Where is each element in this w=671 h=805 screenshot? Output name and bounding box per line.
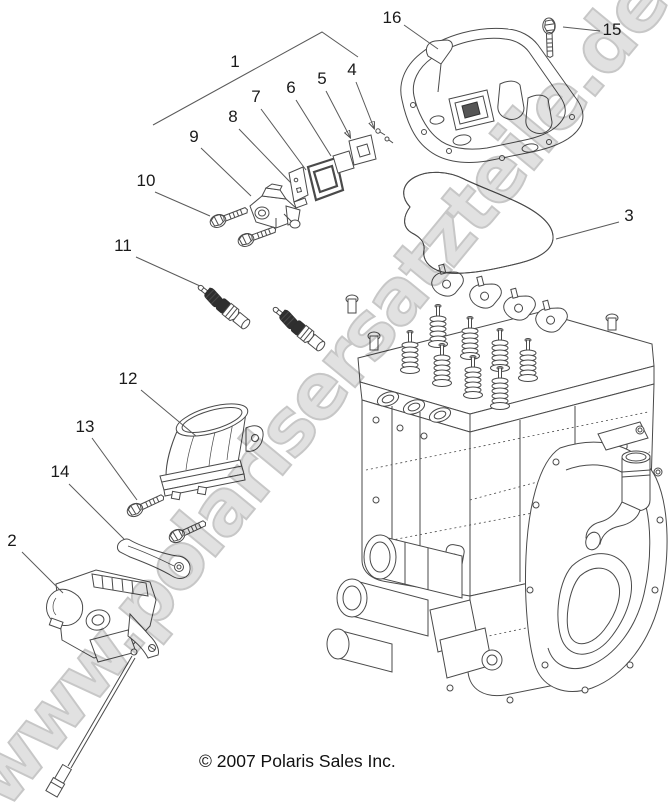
leader-line-3 — [556, 222, 619, 239]
bracket-plate-part — [289, 167, 308, 208]
thin-plate-part — [333, 151, 354, 173]
callout-leader-lines — [22, 25, 619, 593]
flange-bolts-lower — [124, 490, 209, 546]
leader-line-14 — [69, 484, 124, 539]
leader-line-10 — [155, 192, 210, 216]
bolt-15-part — [542, 17, 557, 59]
leader-line-4 — [356, 82, 374, 128]
callout-4: 4 — [347, 60, 357, 79]
leader-line-16 — [404, 25, 438, 49]
cable-stay-part — [117, 539, 190, 579]
leader-line-11 — [136, 257, 200, 286]
callout-5: 5 — [317, 69, 327, 88]
small-screws-part — [376, 129, 393, 143]
callout-6: 6 — [286, 78, 296, 97]
intake-boot-part — [160, 397, 263, 499]
callout-8: 8 — [228, 107, 238, 126]
callout-9: 9 — [189, 127, 199, 146]
throttle-body-part — [46, 570, 159, 797]
callout-16: 16 — [382, 8, 402, 27]
leader-line-13 — [92, 438, 137, 500]
leader-line-9 — [201, 148, 251, 196]
valve-cover-gasket-part — [404, 172, 553, 273]
leader-line-5 — [326, 91, 350, 137]
copyright-text: © 2007 Polaris Sales Inc. — [199, 751, 396, 771]
square-seal-frame-part — [308, 158, 343, 200]
spark-plugs-part — [193, 280, 328, 354]
callout-14: 14 — [50, 462, 70, 481]
valve-cover-part — [401, 28, 583, 162]
plate-with-hole-part — [349, 135, 376, 165]
callout-3: 3 — [624, 206, 634, 225]
callout-1: 1 — [230, 52, 240, 71]
callout-7: 7 — [251, 87, 261, 106]
callout-10: 10 — [136, 171, 156, 190]
leader-line-8 — [239, 129, 291, 183]
leader-line-1 — [153, 32, 358, 125]
leader-line-7 — [261, 109, 306, 170]
leader-line-15 — [563, 27, 600, 31]
callout-2: 2 — [7, 531, 17, 550]
sensor-assembly-part — [250, 184, 300, 228]
callout-15: 15 — [602, 20, 622, 39]
callout-13: 13 — [75, 417, 95, 436]
leader-line-12 — [141, 390, 196, 436]
engine-assembly-art — [327, 260, 667, 703]
callout-12: 12 — [118, 369, 138, 388]
callout-11: 11 — [114, 236, 132, 255]
leader-line-2 — [22, 552, 63, 593]
leader-line-6 — [296, 100, 331, 156]
